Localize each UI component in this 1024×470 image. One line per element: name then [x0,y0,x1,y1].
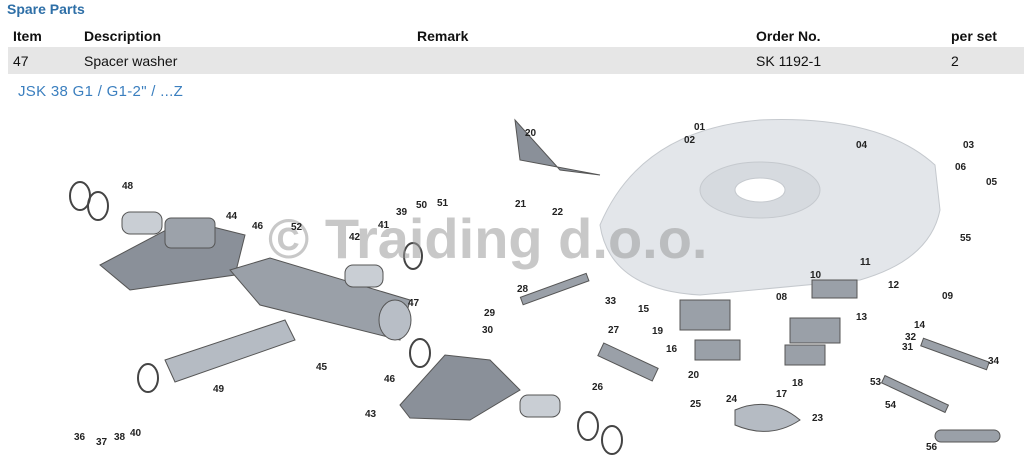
callout: 47 [408,298,420,309]
callout: 30 [482,325,494,336]
callout: 41 [378,220,390,231]
watermark: © Traiding d.o.o. [268,207,707,270]
callout: 49 [213,384,225,395]
callout: 46 [384,374,396,385]
left-bracket [99,217,246,291]
callout: 14 [914,320,926,331]
callout: 21 [515,199,527,210]
callout: 52 [291,222,303,233]
exploded-parts-diagram: © Traiding d.o.o. 01 02 03 04 05 06 08 0… [69,118,1001,455]
callout: 06 [955,162,967,173]
callout: 31 [902,342,914,353]
callout: 48 [122,181,134,192]
spare-parts-table: Item Description Remark Order No. per se… [8,25,1024,74]
cell-order-no: SK 1192-1 [751,47,946,74]
callout: 33 [605,296,617,307]
callout: 03 [963,140,975,151]
callout: 51 [437,198,449,209]
callout: 38 [114,432,126,443]
callout: 20 [525,128,537,139]
callout: 20 [688,370,700,381]
callout: 44 [226,211,238,222]
callout: 11 [860,257,871,268]
cell-description: Spacer washer [79,47,412,74]
callout: 40 [130,428,142,439]
callout: 27 [608,325,620,336]
callout: 42 [349,232,361,243]
col-header-per-set: per set [951,28,997,44]
callout: 15 [638,304,650,315]
callout: 28 [517,284,529,295]
callout: 34 [988,356,1000,367]
callout: 55 [960,233,972,244]
table-row: 47 Spacer washer SK 1192-1 2 [8,47,1024,74]
callout: 02 [684,135,696,146]
callout: 56 [926,442,938,453]
callout: 05 [986,177,998,188]
section-title: Spare Parts [7,1,85,17]
callout: 12 [888,280,900,291]
callout: 13 [856,312,868,323]
right-bracket [399,354,521,421]
callout: 54 [885,400,897,411]
callout: 36 [74,432,86,443]
col-header-item: Item [13,28,42,44]
callout: 26 [592,382,604,393]
cell-remark [412,47,751,74]
callout: 04 [856,140,868,151]
callout: 37 [96,437,108,448]
callout: 01 [694,122,706,133]
callout: 16 [666,344,678,355]
col-header-order-no: Order No. [756,28,821,44]
cell-per-set: 2 [946,47,1024,74]
cell-item: 47 [8,47,79,74]
callout: 22 [552,207,564,218]
callout: 43 [365,409,377,420]
model-title: JSK 38 G1 / G1-2" / ...Z [18,83,184,100]
callout: 25 [690,399,702,410]
col-header-remark: Remark [417,28,469,44]
callout: 19 [652,326,664,337]
callout: 09 [942,291,954,302]
callout: 45 [316,362,328,373]
bushings [121,211,561,418]
callout: 10 [810,270,822,281]
callout: 18 [792,378,804,389]
table-header-row: Item Description Remark Order No. per se… [8,25,1024,47]
callout: 29 [484,308,496,319]
linkage-parts [514,118,1001,443]
callout: 23 [812,413,824,424]
col-header-description: Description [84,28,162,44]
coupling-plate [599,119,941,296]
callout-labels: 01 02 03 04 05 06 08 09 10 11 12 13 14 1… [74,122,1000,453]
callout: 50 [416,200,428,211]
callout: 08 [776,292,788,303]
callout: 46 [252,221,264,232]
center-beam [229,257,412,341]
callout: 39 [396,207,408,218]
washers [69,181,623,455]
callout: 24 [726,394,738,405]
callout: 53 [870,377,882,388]
shaft [164,319,296,383]
callout: 17 [776,389,788,400]
callout: 32 [905,332,917,343]
